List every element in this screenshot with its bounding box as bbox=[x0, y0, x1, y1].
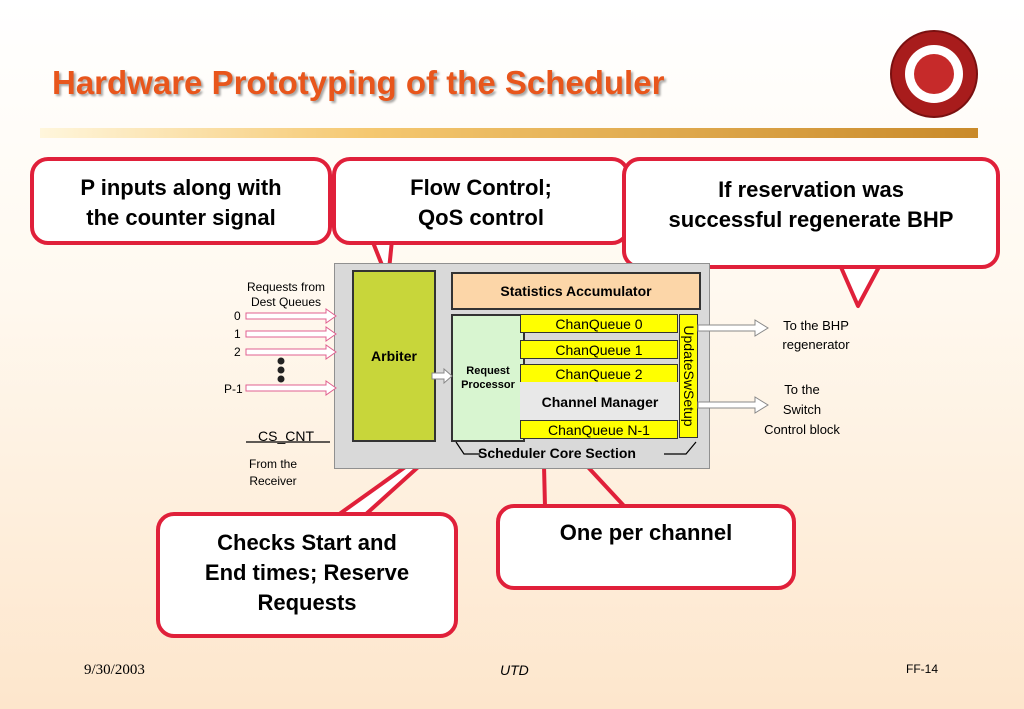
chan-queue-1: ChanQueue 1 bbox=[520, 340, 678, 359]
callout-checks-line2: End times; Reserve bbox=[204, 560, 410, 585]
update-sw-setup-block: UpdateSwSetup bbox=[679, 314, 698, 438]
callout-p-inputs-line2: the counter signal bbox=[86, 205, 276, 230]
callout-flow-control-line1: Flow Control; bbox=[410, 175, 552, 200]
arbiter-to-processor-arrow bbox=[431, 367, 453, 385]
title-divider bbox=[40, 128, 978, 138]
statistics-accumulator-label: Statistics Accumulator bbox=[500, 283, 652, 299]
to-bhp-line1: To the BHP bbox=[783, 318, 849, 333]
core-section-label: Scheduler Core Section bbox=[478, 445, 636, 461]
to-bhp-arrow bbox=[697, 319, 769, 337]
callout-checks-line1: Checks Start and bbox=[217, 530, 397, 555]
footer-date: 9/30/2003 bbox=[84, 662, 145, 678]
seal-star-icon bbox=[914, 54, 954, 94]
requests-label-line2: Dest Queues bbox=[250, 295, 322, 309]
callout-one-per-channel-text: One per channel bbox=[559, 520, 733, 545]
arbiter-label: Arbiter bbox=[371, 348, 417, 364]
callout-reservation-line1: If reservation was bbox=[718, 177, 904, 202]
callout-one-per-channel: One per channel bbox=[496, 504, 796, 590]
channel-manager-block: Channel Manager bbox=[520, 382, 680, 422]
callout-flow-control-line2: QoS control bbox=[418, 205, 544, 230]
to-switch-label: To the Switch Control block bbox=[752, 380, 852, 440]
to-bhp-line2: regenerator bbox=[782, 337, 850, 352]
callout-flow-control: Flow Control; QoS control bbox=[332, 157, 630, 245]
slide-title: Hardware Prototyping of the Scheduler bbox=[52, 64, 665, 101]
university-seal-logo bbox=[890, 30, 978, 118]
core-section-bracket bbox=[455, 441, 697, 455]
input-label-p-1: P-1 bbox=[224, 382, 243, 396]
ellipsis-dot-3 bbox=[277, 375, 285, 383]
request-processor-block: Request Processor bbox=[451, 314, 525, 442]
arbiter-block: Arbiter bbox=[352, 270, 436, 442]
input-label-2: 2 bbox=[234, 345, 241, 359]
request-processor-line1: Request bbox=[466, 365, 510, 377]
input-arrow-1 bbox=[245, 326, 337, 342]
callout-checks: Checks Start and End times; Reserve Requ… bbox=[156, 512, 458, 638]
input-label-0: 0 bbox=[234, 309, 241, 323]
seal-inner-ring bbox=[905, 45, 963, 103]
input-arrow-p bbox=[245, 380, 337, 396]
to-switch-line2: Switch bbox=[782, 402, 822, 417]
from-receiver-line2: Receiver bbox=[249, 474, 297, 488]
to-switch-arrow bbox=[697, 396, 769, 414]
requests-label: Requests from Dest Queues bbox=[244, 280, 328, 310]
to-switch-line1: To the bbox=[784, 382, 820, 397]
input-arrow-2 bbox=[245, 344, 337, 360]
to-switch-line3: Control block bbox=[764, 422, 840, 437]
ellipsis-dot-2 bbox=[277, 366, 285, 374]
ellipsis-dot-1 bbox=[277, 357, 285, 365]
callout-reservation: If reservation was successful regenerate… bbox=[622, 157, 1000, 269]
request-processor-line2: Processor bbox=[461, 379, 515, 391]
input-label-1: 1 bbox=[234, 327, 241, 341]
callout-reservation-line2: successful regenerate BHP bbox=[668, 207, 954, 232]
from-receiver-line1: From the bbox=[248, 457, 297, 471]
footer-page-number: FF-14 bbox=[906, 662, 939, 676]
input-arrow-0 bbox=[245, 308, 337, 324]
footer-org: UTD bbox=[500, 662, 529, 678]
callout-checks-line3: Requests bbox=[257, 590, 357, 615]
from-receiver-label: From the Receiver bbox=[238, 456, 308, 490]
requests-label-line1: Requests from bbox=[246, 280, 326, 294]
cs-cnt-label: CS_CNT bbox=[258, 428, 315, 444]
channel-manager-label: Channel Manager bbox=[541, 394, 659, 410]
callout-p-inputs: P inputs along with the counter signal bbox=[30, 157, 332, 245]
chan-queue-last: ChanQueue N-1 bbox=[520, 420, 678, 439]
to-bhp-label: To the BHP regenerator bbox=[768, 316, 864, 354]
callout-p-inputs-line1: P inputs along with bbox=[80, 175, 282, 200]
chan-queue-0: ChanQueue 0 bbox=[520, 314, 678, 333]
statistics-accumulator-block: Statistics Accumulator bbox=[451, 272, 701, 310]
